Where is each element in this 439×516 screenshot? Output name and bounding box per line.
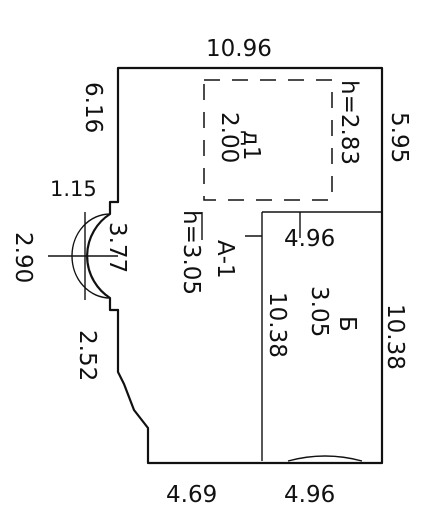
dim-top: 10.96 xyxy=(206,36,272,62)
main-room-height: h=3.05 xyxy=(178,210,204,295)
dim-bay-arc: 2.90 xyxy=(10,232,36,283)
dim-bottom-right: 4.96 xyxy=(284,482,335,508)
dim-left-lower: 2.52 xyxy=(74,330,100,381)
bottom-door-arc xyxy=(287,455,363,462)
dim-bottom-left: 4.69 xyxy=(166,482,217,508)
room-b-label: Б xyxy=(334,316,360,332)
upper-room-area: 2.00 xyxy=(216,112,242,163)
upper-room-label: д1 xyxy=(238,130,264,161)
dim-bay-upper: 1.15 xyxy=(50,177,97,201)
main-room-label: А-1 xyxy=(212,240,238,279)
room-b-height: 3.05 xyxy=(306,286,332,337)
upper-room-outline xyxy=(203,79,333,201)
upper-room-height: h=2.83 xyxy=(336,80,362,165)
room-b-wall xyxy=(261,211,382,461)
dim-right-lower: 10.38 xyxy=(382,304,408,370)
outer-wall xyxy=(116,66,384,465)
dim-bay-inner: 3.77 xyxy=(104,222,130,273)
dim-left-upper: 6.16 xyxy=(80,82,106,133)
inner-width: 4.96 xyxy=(284,226,335,252)
dim-right-upper: 5.95 xyxy=(386,112,412,163)
room-b-length: 10.38 xyxy=(264,292,290,358)
